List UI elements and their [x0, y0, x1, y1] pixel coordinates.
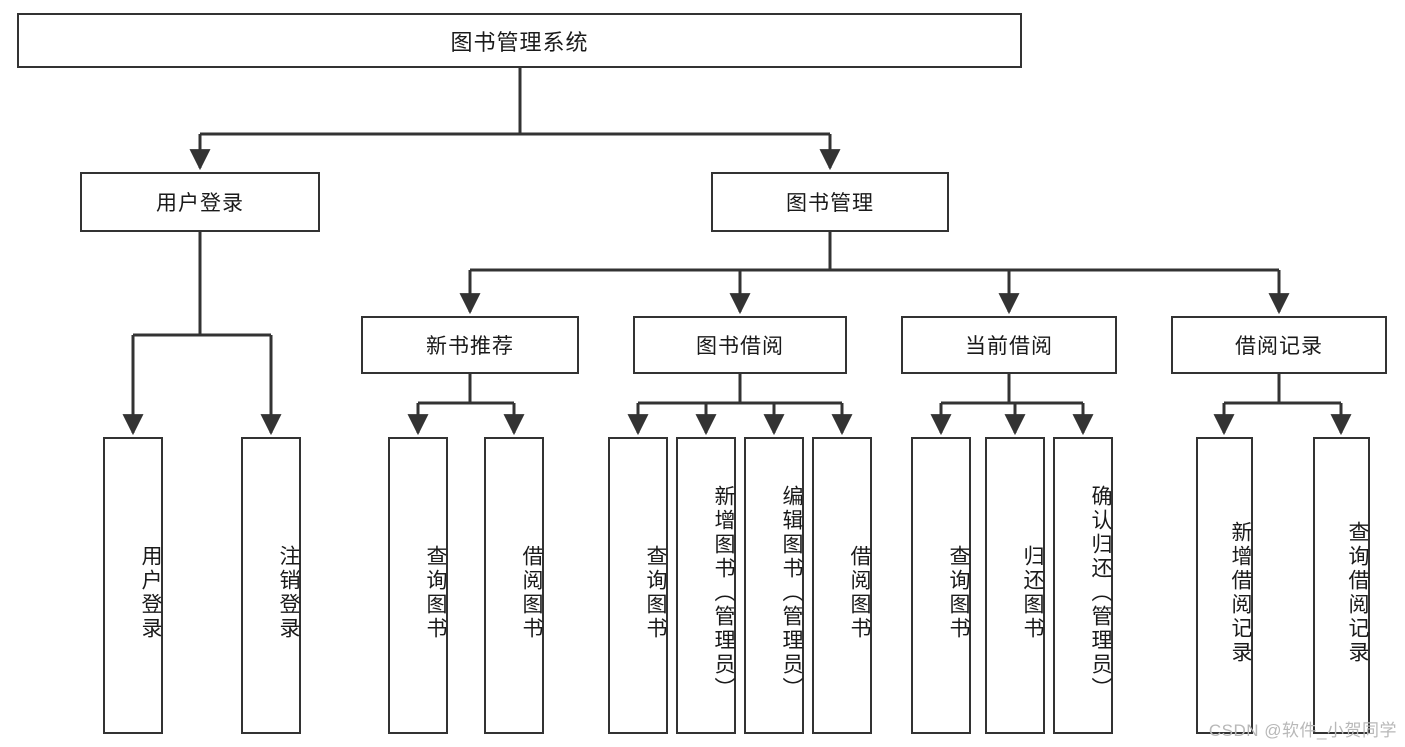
- node-leaf-logout[interactable]: 注销登录: [241, 437, 301, 734]
- node-leaf-query-book-2-label: 查询图书: [644, 544, 667, 641]
- node-leaf-confirm-return[interactable]: 确认归还（管理员）: [1053, 437, 1113, 734]
- node-leaf-query-book-1-label: 查询图书: [424, 544, 447, 641]
- node-book-borrow-label: 图书借阅: [696, 335, 784, 358]
- node-leaf-add-record[interactable]: 新增借阅记录: [1196, 437, 1253, 734]
- node-leaf-query-book-2[interactable]: 查询图书: [608, 437, 668, 734]
- watermark: CSDN @软件_小贺同学: [1208, 721, 1397, 740]
- node-leaf-query-record-label: 查询借阅记录: [1346, 520, 1369, 665]
- node-leaf-add-book[interactable]: 新增图书（管理员）: [676, 437, 736, 734]
- node-root-label: 图书管理系统: [450, 29, 589, 55]
- node-new-book-recommend-label: 新书推荐: [426, 335, 514, 358]
- node-leaf-user-login-label: 用户登录: [139, 544, 162, 641]
- node-user-login-label: 用户登录: [156, 192, 244, 215]
- node-book-borrow[interactable]: 图书借阅: [633, 316, 847, 374]
- node-leaf-borrow-book-2-label: 借阅图书: [848, 544, 871, 641]
- node-leaf-confirm-return-label: 确认归还（管理员）: [1089, 484, 1112, 701]
- node-leaf-borrow-book-1[interactable]: 借阅图书: [484, 437, 544, 734]
- node-new-book-recommend[interactable]: 新书推荐: [361, 316, 579, 374]
- node-current-borrow[interactable]: 当前借阅: [901, 316, 1117, 374]
- node-leaf-edit-book-label: 编辑图书（管理员）: [780, 484, 803, 701]
- node-leaf-edit-book[interactable]: 编辑图书（管理员）: [744, 437, 804, 734]
- node-leaf-user-login[interactable]: 用户登录: [103, 437, 163, 734]
- node-root[interactable]: 图书管理系统: [17, 13, 1022, 68]
- node-book-management-label: 图书管理: [786, 192, 874, 215]
- node-leaf-borrow-book-1-label: 借阅图书: [520, 544, 543, 641]
- node-leaf-query-book-3-label: 查询图书: [947, 544, 970, 641]
- node-leaf-borrow-book-2[interactable]: 借阅图书: [812, 437, 872, 734]
- node-borrow-record[interactable]: 借阅记录: [1171, 316, 1387, 374]
- node-leaf-add-book-label: 新增图书（管理员）: [712, 484, 735, 701]
- node-leaf-query-record[interactable]: 查询借阅记录: [1313, 437, 1370, 734]
- node-leaf-query-book-1[interactable]: 查询图书: [388, 437, 448, 734]
- node-leaf-logout-label: 注销登录: [277, 544, 300, 641]
- node-leaf-query-book-3[interactable]: 查询图书: [911, 437, 971, 734]
- node-leaf-return-book[interactable]: 归还图书: [985, 437, 1045, 734]
- node-leaf-return-book-label: 归还图书: [1021, 544, 1044, 641]
- node-current-borrow-label: 当前借阅: [965, 335, 1053, 358]
- node-user-login[interactable]: 用户登录: [80, 172, 320, 232]
- node-leaf-add-record-label: 新增借阅记录: [1229, 520, 1252, 665]
- node-book-management[interactable]: 图书管理: [711, 172, 949, 232]
- node-borrow-record-label: 借阅记录: [1235, 335, 1323, 358]
